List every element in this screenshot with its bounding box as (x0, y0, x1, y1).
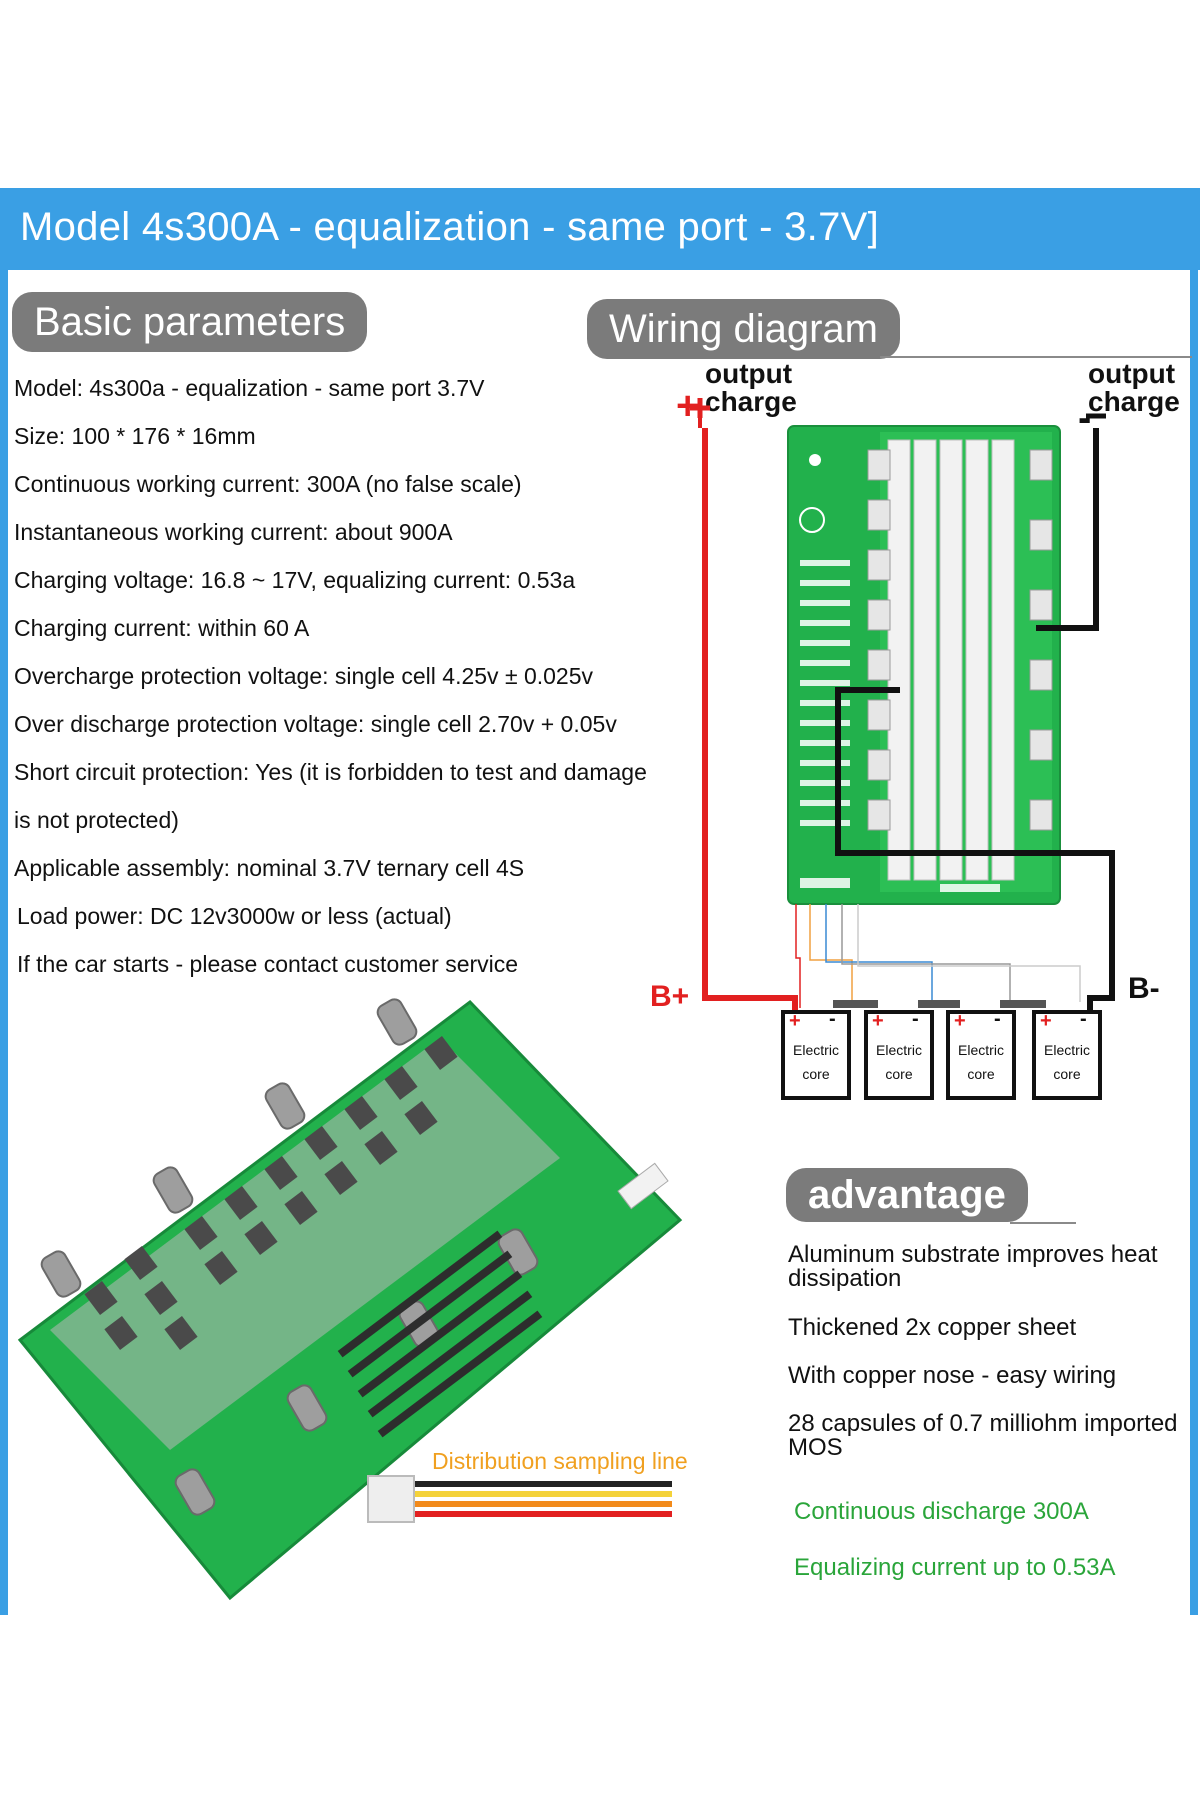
wiring-lines (690, 398, 1115, 1012)
cell-2-sub: core (885, 1066, 913, 1082)
bms-board-illustration (787, 425, 1061, 905)
param-charging-current: Charging current: within 60 A (14, 615, 310, 641)
frame-left (0, 188, 8, 1615)
cell-3-minus: - (994, 1008, 1001, 1030)
cell-3: + - Electric core (948, 1008, 1014, 1098)
highlight-equalizing: Equalizing current up to 0.53A (794, 1554, 1116, 1581)
param-model: Model: 4s300a - equalization - same port… (14, 375, 485, 401)
cell-4-label: Electric (1044, 1042, 1090, 1058)
cell-4-minus: - (1080, 1008, 1087, 1030)
param-assembly: Applicable assembly: nominal 3.7V ternar… (14, 855, 525, 881)
b-plus-label: B+ (650, 980, 690, 1013)
cell-1-minus: - (829, 1008, 836, 1030)
highlight-discharge: Continuous discharge 300A (794, 1498, 1089, 1525)
cell-1-plus: + (789, 1010, 801, 1032)
cell-3-plus: + (954, 1010, 966, 1032)
cell-2-plus: + (872, 1010, 884, 1032)
header-bar (0, 188, 1200, 270)
param-size: Size: 100 * 176 * 16mm (14, 423, 256, 449)
param-continuous-current: Continuous working current: 300A (no fal… (14, 471, 522, 497)
cell-1-label: Electric (793, 1042, 839, 1058)
wiring-heading-rule (880, 356, 1192, 358)
cell-4-sub: core (1053, 1066, 1081, 1082)
advantage-heading-rule (1010, 1222, 1076, 1224)
left-output-text: output (705, 358, 793, 389)
advantage-item-nose: With copper nose - easy wiring (788, 1362, 1117, 1389)
cell-1-sub: core (802, 1066, 830, 1082)
left-output-label: output charge (705, 360, 797, 416)
cell-2: + - Electric core (866, 1008, 932, 1098)
param-load-power: Load power: DC 12v3000w or less (actual) (17, 903, 452, 929)
right-output-label: output charge (1088, 360, 1180, 416)
pcb-photo-board (17, 998, 683, 1601)
product-photo (17, 998, 683, 1601)
param-overdischarge: Over discharge protection voltage: singl… (14, 711, 617, 737)
param-instant-current: Instantaneous working current: about 900… (14, 519, 453, 545)
minus-sign: - (1078, 396, 1092, 440)
cell-4-plus: + (1040, 1010, 1052, 1032)
cell-3-sub: core (967, 1066, 995, 1082)
plus-sign: + (676, 384, 700, 428)
param-short-circuit-cont: is not protected) (14, 807, 179, 833)
battery-cells (781, 1000, 1102, 1100)
cell-2-label: Electric (876, 1042, 922, 1058)
right-output-text: output (1088, 358, 1176, 389)
right-charge-text: charge (1088, 386, 1180, 417)
cell-3-label: Electric (958, 1042, 1004, 1058)
param-overcharge: Overcharge protection voltage: single ce… (14, 663, 594, 689)
cell-4: + - Electric core (1034, 1008, 1100, 1098)
advantage-item-mos: 28 capsules of 0.7 milliohm imported MOS (788, 1410, 1178, 1461)
cell-2-minus: - (912, 1008, 919, 1030)
advantage-heading: advantage (786, 1168, 1028, 1222)
advantage-item-heat: Aluminum substrate improves heat dissipa… (788, 1241, 1158, 1292)
param-customer-service: If the car starts - please contact custo… (17, 951, 519, 977)
sampling-wire-bundle (367, 1475, 672, 1523)
wiring-diagram-heading: Wiring diagram (587, 299, 900, 359)
frame-right (1190, 270, 1198, 1615)
sampling-line-caption: Distribution sampling line (432, 1448, 688, 1474)
b-minus-label: B- (1128, 972, 1160, 1005)
param-charging-voltage: Charging voltage: 16.8 ~ 17V, equalizing… (14, 567, 576, 593)
param-short-circuit: Short circuit protection: Yes (it is for… (14, 759, 647, 785)
advantage-item-copper: Thickened 2x copper sheet (788, 1314, 1077, 1341)
basic-parameters-heading: Basic parameters (12, 292, 368, 352)
cell-1: + - Electric core (783, 1008, 849, 1098)
left-charge-text: charge (705, 386, 797, 417)
page-title: Model 4s300A - equalization - same port … (20, 205, 880, 249)
